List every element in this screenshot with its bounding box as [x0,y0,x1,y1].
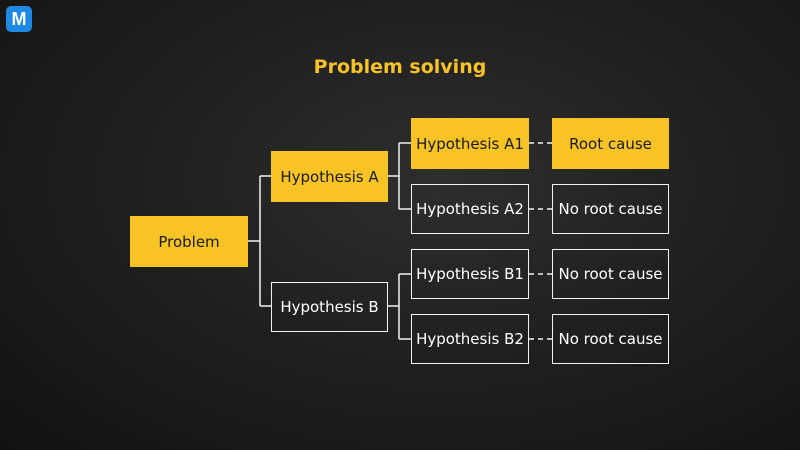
result-no-root-cause-b1: No root cause [552,249,669,299]
brand-logo-icon: M [6,6,32,32]
node-hypothesis-b1: Hypothesis B1 [411,249,529,299]
node-hypothesis-a: Hypothesis A [271,151,388,202]
result-no-root-cause-b2: No root cause [552,314,669,364]
node-hypothesis-b: Hypothesis B [271,282,388,332]
node-hypothesis-a2: Hypothesis A2 [411,184,529,234]
node-hypothesis-a1: Hypothesis A1 [411,118,529,169]
node-hypothesis-b2: Hypothesis B2 [411,314,529,364]
result-root-cause-a1: Root cause [552,118,669,169]
result-no-root-cause-a2: No root cause [552,184,669,234]
diagram-title: Problem solving [313,56,487,78]
node-problem: Problem [130,216,248,267]
